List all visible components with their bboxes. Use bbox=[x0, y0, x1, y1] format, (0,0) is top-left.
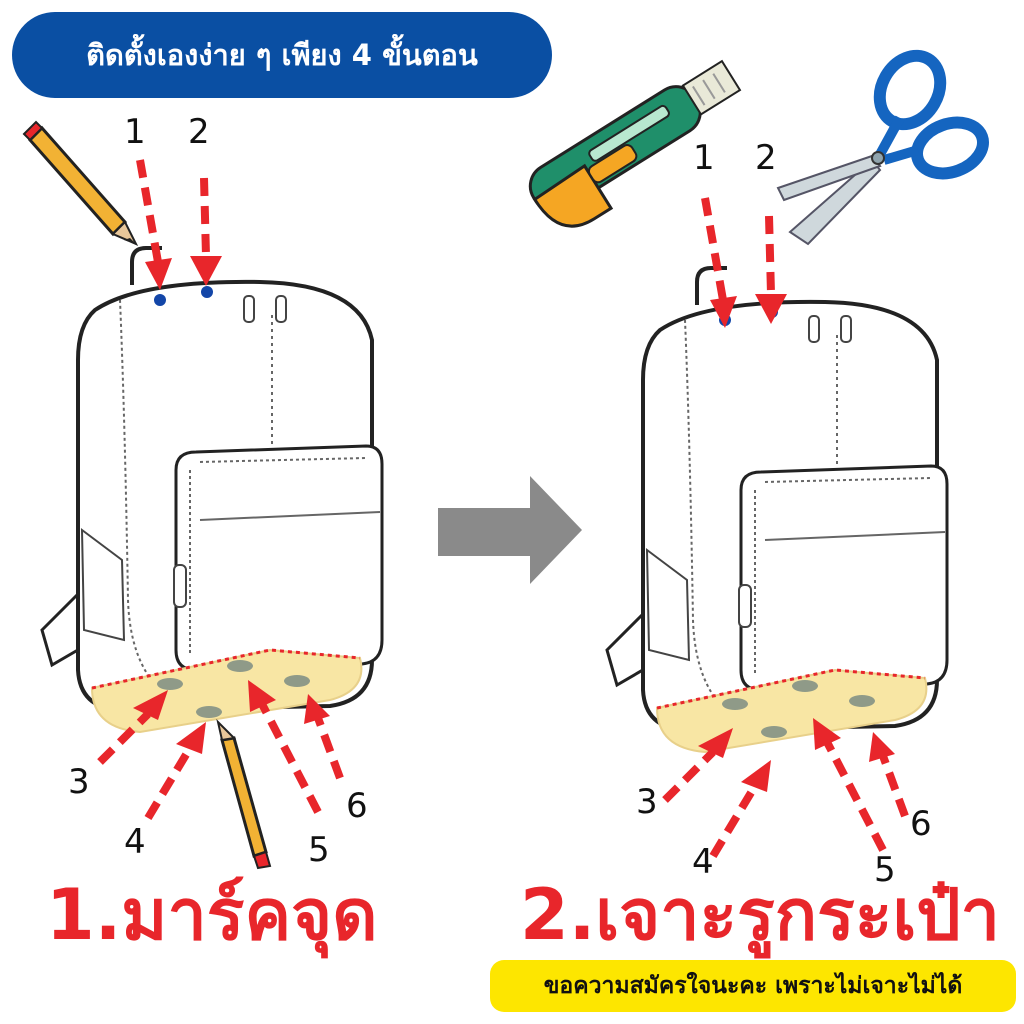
pencil-icon bbox=[216, 718, 272, 870]
marker-3-left: 3 bbox=[68, 762, 90, 802]
pencil-icon bbox=[22, 120, 139, 247]
backpack-icon-left bbox=[40, 246, 384, 734]
marker-6-right: 6 bbox=[910, 804, 932, 844]
consent-note: ขอความสมัครใจนะคะ เพราะไม่เจาะไม่ได้ bbox=[490, 960, 1016, 1012]
marker-4-left: 4 bbox=[124, 822, 146, 862]
cutter-knife-icon bbox=[528, 59, 742, 228]
banner-text: ติดตั้งเองง่าย ๆ เพียง 4 ขั้นตอน bbox=[86, 38, 478, 72]
flow-arrow-icon bbox=[438, 476, 582, 584]
step2-title: 2.เจาะรูกระเป๋า bbox=[520, 874, 1000, 956]
marker-1-right: 1 bbox=[693, 138, 715, 178]
marker-5-right: 5 bbox=[874, 850, 896, 890]
marker-4-right: 4 bbox=[692, 842, 714, 882]
marker-2-left: 2 bbox=[188, 112, 210, 152]
marker-5-left: 5 bbox=[308, 830, 330, 870]
marker-6-left: 6 bbox=[346, 786, 368, 826]
marker-2-right: 2 bbox=[755, 138, 777, 178]
marker-1-left: 1 bbox=[124, 112, 146, 152]
step1-title: 1.มาร์คจุด bbox=[46, 874, 378, 956]
note-text: ขอความสมัครใจนะคะ เพราะไม่เจาะไม่ได้ bbox=[543, 973, 963, 999]
backpack-icon-right bbox=[605, 266, 949, 754]
marker-3-right: 3 bbox=[636, 782, 658, 822]
title-banner: ติดตั้งเองง่าย ๆ เพียง 4 ขั้นตอน bbox=[12, 12, 552, 98]
scissors-icon bbox=[776, 49, 989, 246]
